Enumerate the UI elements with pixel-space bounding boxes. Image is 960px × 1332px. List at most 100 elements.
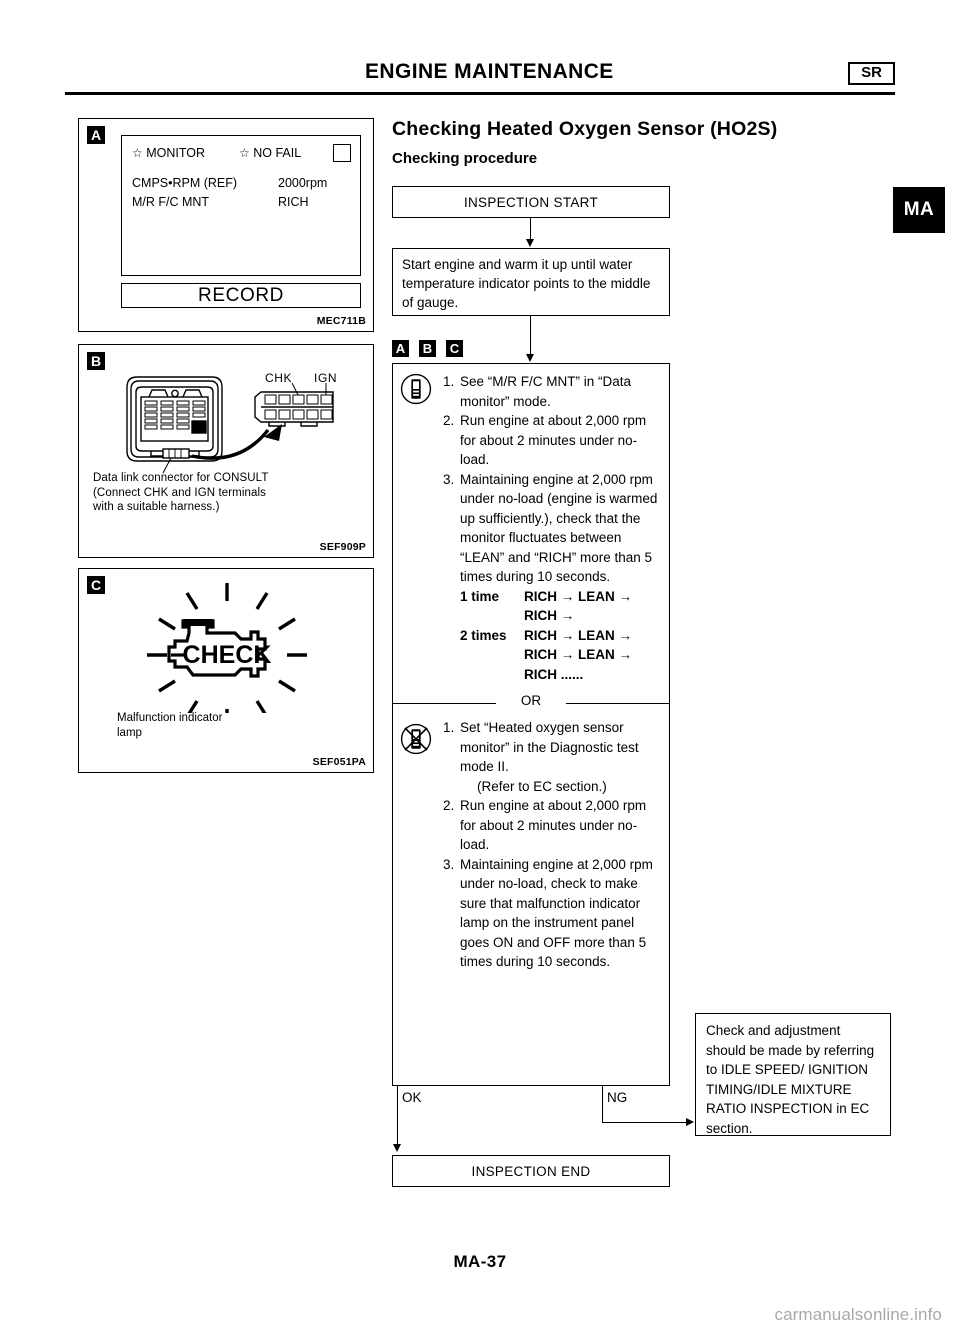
- record-button[interactable]: RECORD: [121, 283, 361, 308]
- section-code-badge: SR: [848, 62, 895, 85]
- marker-a: A: [392, 340, 409, 357]
- figure-c-caption: Malfunction indicator lamp: [117, 711, 222, 740]
- flow-box-ng-action: Check and adjustment should be made by r…: [695, 1013, 891, 1136]
- section-tab-ma[interactable]: MA: [893, 187, 945, 233]
- page-title: ENGINE MAINTENANCE: [365, 60, 614, 83]
- star-icon: ☆: [132, 146, 143, 160]
- sequence-label: 1 time: [460, 588, 500, 604]
- sequence-row: 1 time RICH → LEAN →: [460, 587, 663, 607]
- lamp-check-text: CHECK: [183, 641, 272, 669]
- list-item: 2. Run engine at about 2,000 rpm for abo…: [443, 796, 663, 855]
- step-number: 1.: [443, 374, 455, 389]
- figure-code-c: SEF051PA: [312, 756, 366, 768]
- figure-b-caption-line-2: (Connect CHK and IGN terminals: [93, 486, 267, 499]
- sequence-row: RICH →: [460, 606, 663, 626]
- step-number: 3.: [443, 471, 455, 487]
- consult-param-name: M/R F/C MNT: [132, 195, 210, 209]
- header-divider: [65, 92, 895, 95]
- step-number: 2.: [443, 413, 455, 428]
- consult-screen-header: ☆ MONITOR ☆ NO FAIL: [132, 144, 352, 164]
- flow-connector-ng-horizontal: [602, 1122, 687, 1123]
- terminal-label-chk: CHK: [265, 371, 293, 385]
- step-text: Maintaining engine at 2,000 rpm under no…: [460, 471, 658, 585]
- figure-c-caption-line-1: Malfunction indicator: [117, 712, 223, 724]
- star-icon-2: ☆: [239, 146, 250, 160]
- figure-panel-b: B CHK IGN: [78, 344, 374, 558]
- figure-b-caption: Data link connector for CONSULT (Connect…: [93, 471, 268, 515]
- sequence-label: 2 times: [460, 627, 507, 643]
- consult-tester-icon: [400, 373, 432, 405]
- figure-c-caption-line-2: lamp: [117, 726, 142, 739]
- flow-connector-ok: [397, 1086, 398, 1145]
- terminal-label-ign: IGN: [314, 371, 338, 385]
- sequence-row: 2 times RICH → LEAN →: [460, 626, 663, 646]
- sequence-row: RICH → LEAN →: [460, 645, 663, 665]
- consult-monitor-label: ☆ MONITOR: [132, 146, 205, 160]
- sequence-label-empty: [460, 645, 524, 665]
- or-divider: OR: [393, 692, 669, 714]
- page-number: MA-37: [453, 1252, 507, 1271]
- sequence-label-empty: [460, 665, 524, 685]
- figure-b-caption-line-3: with a suitable harness.): [93, 501, 220, 513]
- consult-param-value: 2000rpm: [278, 176, 328, 190]
- consult-step-list: 1. See “M/R F/C MNT” in “Data monitor” m…: [443, 372, 663, 587]
- list-item: 3. Maintaining engine at 2,000 rpm under…: [443, 855, 663, 972]
- procedure-with-consult: 1. See “M/R F/C MNT” in “Data monitor” m…: [393, 364, 669, 690]
- step-number: 1.: [443, 720, 455, 735]
- marker-c: C: [446, 340, 463, 357]
- consult-checkbox[interactable]: [333, 144, 351, 162]
- list-item: 1. See “M/R F/C MNT” in “Data monitor” m…: [443, 372, 663, 411]
- flow-connector: [530, 316, 531, 354]
- consult-param-name: CMPS•RPM (REF): [132, 176, 238, 190]
- figure-code-a: MEC711B: [316, 315, 366, 327]
- sequence-label-empty: [460, 606, 524, 626]
- list-item: 1. Set “Heated oxygen sensor monitor” in…: [443, 718, 663, 796]
- connector-terminal-labels: CHK IGN: [265, 371, 337, 385]
- lamp-rays-icon: [147, 583, 307, 713]
- step-sub-text: (Refer to EC section.): [477, 778, 607, 794]
- step-text: See “M/R F/C MNT” in “Data monitor” mode…: [460, 374, 632, 409]
- pointer-arrow-icon: [191, 424, 282, 460]
- flow-arrow-icon: [525, 354, 534, 362]
- sequence-value: RICH → LEAN →: [524, 588, 632, 604]
- step-text: Maintaining engine at 2,000 rpm under no…: [460, 856, 653, 970]
- branch-label-ok: OK: [402, 1090, 422, 1105]
- consult-data-row: M/R F/C MNT RICH: [132, 195, 352, 212]
- watermark: carmanualsonline.info: [774, 1305, 942, 1324]
- or-divider-line-left: [393, 703, 496, 704]
- consult-param-value: RICH: [278, 195, 309, 209]
- no-consult-tester-icon: [400, 723, 432, 755]
- flow-box-inspection-end: INSPECTION END: [392, 1155, 670, 1187]
- step-text: Run engine at about 2,000 rpm for about …: [460, 413, 647, 467]
- data-link-connector-illustration: [126, 376, 334, 474]
- step-text: Run engine at about 2,000 rpm for about …: [460, 798, 647, 852]
- flow-arrow-icon: [392, 1144, 401, 1152]
- page-header: ENGINE MAINTENANCE SR: [65, 60, 895, 100]
- procedure-without-consult: 1. Set “Heated oxygen sensor monitor” in…: [393, 714, 669, 978]
- sequence-value: RICH ......: [524, 666, 584, 682]
- list-item: 3. Maintaining engine at 2,000 rpm under…: [443, 470, 663, 587]
- flow-box-inspection-start: INSPECTION START: [392, 186, 670, 218]
- flow-connector: [530, 218, 531, 240]
- sequence-value: RICH → LEAN →: [524, 647, 632, 662]
- consult-screen: ☆ MONITOR ☆ NO FAIL CMPS•RPM (REF) 2000r…: [121, 135, 361, 276]
- section-subtitle: Checking procedure: [392, 150, 538, 167]
- engine-block-icon: [167, 619, 267, 678]
- figure-panel-a: A ☆ MONITOR ☆ NO FAIL CMPS•RPM (REF) 200…: [78, 118, 374, 332]
- flow-arrow-icon: [686, 1117, 694, 1126]
- flow-box-warm-up: Start engine and warm it up until water …: [392, 248, 670, 316]
- malfunction-indicator-lamp-illustration: CHECK: [147, 583, 307, 713]
- figure-letter-b: B: [87, 352, 105, 370]
- flow-connector-ng: [602, 1086, 603, 1122]
- flow-box-procedure: 1. See “M/R F/C MNT” in “Data monitor” m…: [392, 363, 670, 1086]
- consult-nofail-text: NO FAIL: [253, 146, 302, 160]
- flow-arrow-icon: [525, 239, 534, 247]
- consult-monitor-text: MONITOR: [146, 146, 206, 160]
- sequence-value: RICH →: [524, 608, 575, 623]
- consult-data-row: CMPS•RPM (REF) 2000rpm: [132, 176, 352, 193]
- figure-b-caption-line-1: Data link connector for CONSULT: [93, 472, 269, 484]
- fluctuation-sequence-table: 1 time RICH → LEAN → RICH → 2 times RICH…: [460, 587, 663, 685]
- section-title: Checking Heated Oxygen Sensor (HO2S): [392, 118, 778, 140]
- step-number: 2.: [443, 798, 455, 813]
- no-consult-step-list: 1. Set “Heated oxygen sensor monitor” in…: [443, 718, 663, 972]
